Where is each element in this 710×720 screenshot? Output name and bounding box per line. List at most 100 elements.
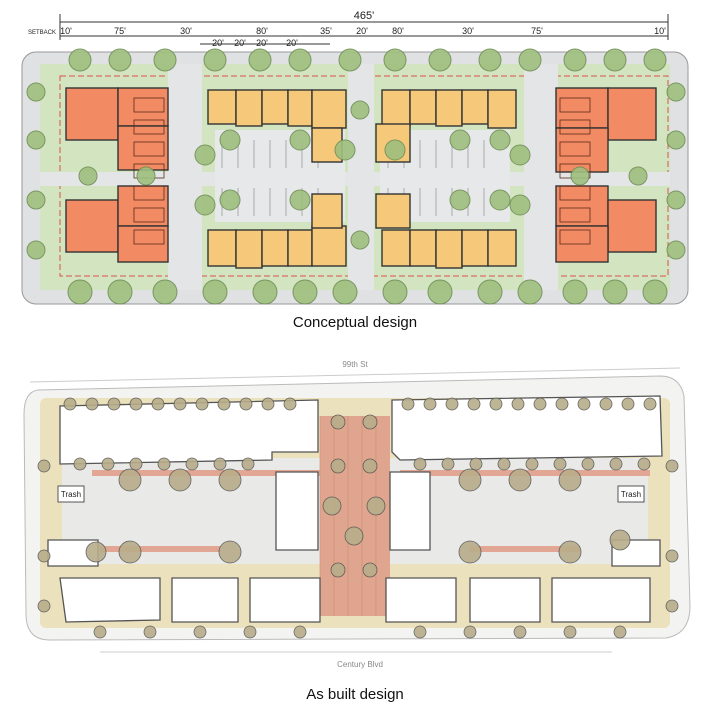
tree — [344, 526, 364, 546]
dimension-label: 30' — [180, 26, 192, 36]
tree — [330, 562, 346, 578]
tree — [292, 279, 318, 305]
tree — [643, 397, 657, 411]
garage-outline — [133, 207, 165, 223]
building-footprint — [249, 577, 321, 623]
as-built-site-plan: 99th St Century Blvd Trash Trash — [23, 360, 691, 669]
tree — [533, 397, 547, 411]
tree — [129, 457, 143, 471]
garage-outline — [133, 97, 165, 113]
tree — [219, 129, 241, 151]
dimension-label: 20' — [286, 38, 298, 48]
tree — [193, 625, 207, 639]
conceptual-caption: Conceptual design — [292, 314, 418, 331]
tree — [288, 48, 312, 72]
sub-dimension-labels: 20'20'20'20' — [212, 38, 296, 48]
tree — [383, 48, 407, 72]
tree — [508, 468, 532, 492]
tree — [384, 139, 406, 161]
tree — [152, 279, 178, 305]
garage-outline — [133, 185, 165, 201]
tree — [185, 457, 199, 471]
tree — [666, 240, 686, 260]
tree — [511, 397, 525, 411]
townhouse-block — [555, 185, 609, 227]
tree — [93, 625, 107, 639]
tree — [581, 457, 595, 471]
tree — [101, 457, 115, 471]
tree — [67, 279, 93, 305]
tree — [449, 129, 471, 151]
tree — [362, 562, 378, 578]
street-edge-top — [29, 367, 681, 383]
tree — [666, 82, 686, 102]
tree — [637, 457, 651, 471]
apartment-block — [381, 89, 411, 127]
trash-enclosure-left — [57, 485, 85, 503]
tree — [168, 468, 192, 492]
townhouse-block — [65, 199, 119, 253]
apartment-block — [487, 89, 517, 129]
tree — [248, 48, 272, 72]
tree — [509, 194, 531, 216]
tree — [563, 48, 587, 72]
tree — [107, 279, 133, 305]
dimension-label: 35' — [320, 26, 332, 36]
tree — [513, 625, 527, 639]
dimension-label: 75' — [531, 26, 543, 36]
tree — [458, 540, 482, 564]
tree — [194, 144, 216, 166]
tree — [243, 625, 257, 639]
tree — [563, 625, 577, 639]
tree — [173, 397, 187, 411]
tree — [467, 397, 481, 411]
apartment-block — [435, 229, 463, 269]
tree — [449, 189, 471, 211]
trash-label-right: Trash — [621, 490, 641, 499]
paver-band-right-bottom — [470, 546, 580, 552]
building-footprint — [469, 577, 541, 623]
tree — [239, 397, 253, 411]
tree — [489, 189, 511, 211]
building-footprint — [389, 471, 431, 551]
tree — [621, 397, 635, 411]
dimension-label: 10' — [654, 26, 666, 36]
tree — [642, 279, 668, 305]
townhouse-block — [607, 199, 657, 253]
tree — [217, 397, 231, 411]
tree — [463, 625, 477, 639]
tree — [665, 549, 679, 563]
built-buildings — [47, 395, 663, 623]
townhouse-block — [65, 87, 119, 141]
tree — [85, 541, 107, 563]
townhouse-block — [117, 125, 169, 171]
tree — [469, 457, 483, 471]
street-top-label: 99th St — [342, 360, 368, 369]
center-buildings — [207, 89, 517, 269]
tree — [153, 48, 177, 72]
trash-label-left: Trash — [61, 490, 81, 499]
tree — [428, 48, 452, 72]
tree — [413, 457, 427, 471]
apartment-block — [287, 229, 313, 267]
building-footprint — [275, 471, 319, 551]
tree — [555, 397, 569, 411]
as-built-caption: As built design — [306, 686, 404, 703]
tree — [194, 194, 216, 216]
tree — [338, 48, 362, 72]
apartment-block — [487, 229, 517, 267]
tree — [570, 166, 590, 186]
apartment-block — [207, 229, 237, 267]
mid-walk — [40, 172, 670, 186]
apartment-block — [435, 89, 463, 127]
total-width-label: 465' — [354, 10, 374, 22]
tree — [136, 166, 156, 186]
tree — [413, 625, 427, 639]
tree — [143, 625, 157, 639]
dimension-label: 20' — [256, 38, 268, 48]
apartment-block — [381, 229, 411, 267]
tree — [68, 48, 92, 72]
dimension-label: 20' — [356, 26, 368, 36]
tree — [445, 397, 459, 411]
